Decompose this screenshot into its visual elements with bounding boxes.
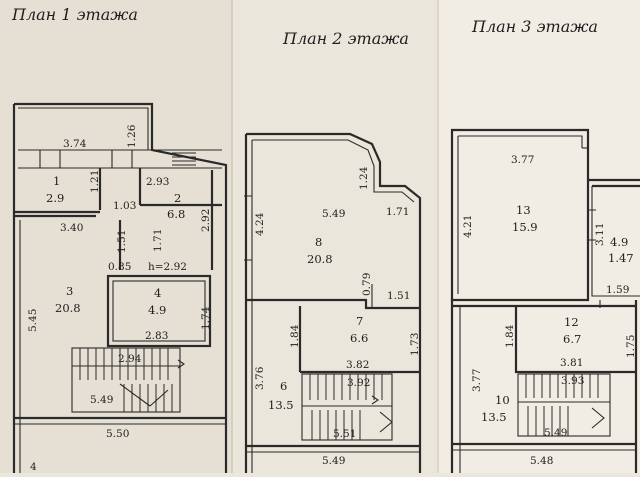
floor3-dim-5.49: 5.49 xyxy=(544,427,567,439)
floor1-dim-2.93: 2.93 xyxy=(146,176,169,188)
floor2-room-6-number: 6 xyxy=(280,379,287,393)
floor1-dim-5.50: 5.50 xyxy=(106,428,129,440)
floor2-dim-4.24: 4.24 xyxy=(254,212,266,236)
floor1-room-2-number: 2 xyxy=(174,191,181,205)
floor2-room-7-area: 6.6 xyxy=(350,331,368,345)
floor1-edge-mark: 4 xyxy=(30,461,37,473)
floor3-dim-4.21: 4.21 xyxy=(462,215,474,238)
floor2-room-8-area: 20.8 xyxy=(307,252,333,266)
floor1-dim-1.21: 1.21 xyxy=(89,170,101,193)
floor3-title: План 3 этажа xyxy=(471,17,598,36)
floor1-room-4-area: 4.9 xyxy=(148,303,166,317)
floor3-outer-wall-upper xyxy=(450,128,590,302)
floor1-plan: План 1 этажа 3.74 xyxy=(11,5,228,473)
floor1-room-2-area: 6.8 xyxy=(167,207,185,221)
floor3-dim-1.75: 1.75 xyxy=(625,335,637,358)
floor1-dim-1.26: 1.26 xyxy=(126,124,138,148)
floor1-dim-2.94: 2.94 xyxy=(118,353,142,365)
floor3-dim-1.59: 1.59 xyxy=(606,284,629,296)
floor2-dim-5.51: 5.51 xyxy=(333,428,356,440)
floor2-dim-1.84: 1.84 xyxy=(289,324,301,348)
floor2-stairs xyxy=(301,373,393,441)
panel-floor3 xyxy=(438,0,640,473)
floor1-title: План 1 этажа xyxy=(11,5,138,24)
floor2-room-6-area: 13.5 xyxy=(268,398,294,412)
floor1-room-4-number: 4 xyxy=(154,286,161,300)
floor1-dim-2.92: 2.92 xyxy=(200,209,212,232)
floor1-room4-walls xyxy=(106,274,212,348)
floor1-dim-3.74: 3.74 xyxy=(63,138,87,150)
floor2-dim-1.71: 1.71 xyxy=(386,206,409,218)
floor1-dim-0.85: 0.85 xyxy=(108,261,131,273)
floor1-dim-2.83: 2.83 xyxy=(145,330,168,342)
floor1-room-3-number: 3 xyxy=(66,284,73,298)
floor2-dim-3.82: 3.82 xyxy=(346,359,369,371)
floor1-dim-1.74: 1.74 xyxy=(200,306,212,330)
floor3-dim-3.77-top: 3.77 xyxy=(511,154,534,166)
floor3-room-balcony-number: 4.9 xyxy=(610,235,628,249)
floor1-room-1-number: 1 xyxy=(53,174,60,188)
floor2-dim-3.92: 3.92 xyxy=(347,377,370,389)
floor3-dim-3.81: 3.81 xyxy=(560,357,583,369)
floor1-dim-5.45: 5.45 xyxy=(27,309,39,332)
floor2-title: План 2 этажа xyxy=(282,29,409,48)
floor3-dim-3.11: 3.11 xyxy=(594,223,606,246)
floor2-room-7-number: 7 xyxy=(356,314,363,328)
floor3-dim-5.48: 5.48 xyxy=(530,455,553,467)
floor3-room-10-area: 13.5 xyxy=(481,410,507,424)
floor2-dim-3.76: 3.76 xyxy=(254,366,266,390)
floor2-outer-wall xyxy=(246,132,422,473)
floor3-room-13-number: 13 xyxy=(516,203,531,217)
floor1-stairs xyxy=(71,347,185,413)
floor3-dim-1.84: 1.84 xyxy=(504,324,516,348)
floor3-room-12-number: 12 xyxy=(564,315,579,329)
floor1-dim-1.51: 1.51 xyxy=(116,230,128,253)
panel-floor1 xyxy=(0,0,232,473)
floor2-plan: План 2 этажа 4.24 1.24 5.49 1.71 0.79 1.… xyxy=(244,29,422,473)
floor1-dim-3.40: 3.40 xyxy=(60,222,83,234)
floor3-plan: План 3 этажа 3.77 4.21 3.11 1.59 1.84 1 xyxy=(450,17,640,473)
floor1-height-label: h=2.92 xyxy=(148,261,187,273)
floor1-dim-1.71: 1.71 xyxy=(152,229,164,252)
floor3-dim-3.93: 3.93 xyxy=(561,375,584,387)
floor3-room-balcony-area: 1.47 xyxy=(608,251,634,265)
floor2-dim-1.73: 1.73 xyxy=(409,333,421,356)
floor2-room-8-number: 8 xyxy=(315,235,322,249)
floor2-dim-0.79: 0.79 xyxy=(361,273,373,296)
floor3-stairs xyxy=(517,373,611,437)
floor3-balcony-wall xyxy=(588,178,640,188)
floor1-room-1-area: 2.9 xyxy=(46,191,64,205)
floor1-dim-5.49: 5.49 xyxy=(90,394,113,406)
floor1-dim-1.03: 1.03 xyxy=(113,200,136,212)
floor1-room-3-area: 20.8 xyxy=(55,301,81,315)
floor2-dim-1.51: 1.51 xyxy=(387,290,410,302)
floor3-dim-3.77-left: 3.77 xyxy=(471,369,483,392)
floor3-room-12-area: 6.7 xyxy=(563,332,581,346)
floor3-room-13-area: 15.9 xyxy=(512,220,538,234)
floor2-dim-5.49-bottom: 5.49 xyxy=(322,455,345,467)
floor2-dim-5.49-top: 5.49 xyxy=(322,208,345,220)
floor2-dim-1.24: 1.24 xyxy=(358,166,370,190)
panel-floor2 xyxy=(232,0,438,473)
floor3-room-10-number: 10 xyxy=(495,393,510,407)
